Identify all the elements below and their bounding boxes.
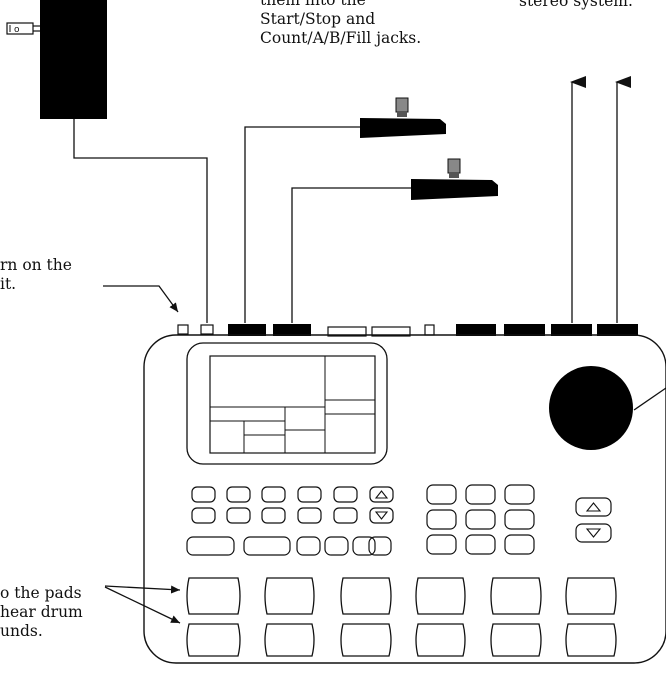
drum-pad bbox=[490, 623, 542, 657]
drum-pad bbox=[565, 577, 617, 615]
instruction-line: Start/Stop and bbox=[260, 10, 376, 28]
panel-button bbox=[426, 509, 457, 530]
panel-button bbox=[465, 484, 496, 505]
output-jack bbox=[504, 324, 545, 336]
panel-button bbox=[333, 507, 358, 524]
panel-button bbox=[426, 534, 457, 555]
drum-pad bbox=[490, 577, 542, 615]
panel-button bbox=[191, 486, 216, 503]
instruction-text-power: rn on the it. bbox=[0, 256, 72, 294]
panel-button bbox=[296, 536, 321, 556]
panel-button bbox=[504, 509, 535, 530]
output-jack bbox=[597, 324, 638, 336]
output-jack bbox=[551, 324, 592, 336]
instruction-line: rn on the bbox=[0, 256, 72, 274]
panel-button bbox=[504, 484, 535, 505]
pads-callout-arrow bbox=[104, 586, 181, 624]
drum-machine-body bbox=[143, 334, 666, 664]
triangle-up-icon bbox=[374, 490, 389, 499]
instruction-line: it. bbox=[0, 275, 17, 293]
panel-button bbox=[191, 507, 216, 524]
button-group-right bbox=[426, 484, 535, 555]
instruction-line: unds. bbox=[0, 622, 43, 640]
svg-text:o: o bbox=[14, 25, 20, 35]
instruction-line: o the pads bbox=[0, 584, 82, 602]
instruction-line: them into the bbox=[260, 0, 366, 9]
output-jack bbox=[456, 324, 496, 336]
drum-pad bbox=[340, 623, 392, 657]
drum-pad bbox=[186, 577, 241, 615]
triangle-down-icon bbox=[585, 528, 602, 538]
drum-pads bbox=[186, 577, 617, 657]
instruction-line: Count/A/B/Fill jacks. bbox=[260, 29, 422, 47]
panel-button bbox=[465, 509, 496, 530]
panel-button bbox=[226, 507, 251, 524]
data-dial bbox=[549, 366, 633, 450]
drum-pad bbox=[415, 577, 466, 615]
drum-pad bbox=[264, 623, 315, 657]
triangle-up-icon bbox=[585, 502, 602, 512]
midi-port bbox=[371, 326, 411, 337]
triangle-down-icon bbox=[374, 511, 389, 520]
pads-callout-arrow bbox=[104, 585, 181, 594]
button-group-left bbox=[186, 486, 394, 556]
panel-button bbox=[297, 507, 322, 524]
start-stop-jack bbox=[228, 324, 266, 336]
adapter-cable bbox=[73, 119, 208, 323]
drum-pad bbox=[186, 623, 241, 657]
adapter-body bbox=[40, 0, 107, 119]
cursor-down-button bbox=[575, 523, 612, 543]
panel-button bbox=[333, 486, 358, 503]
adapter-plug bbox=[6, 22, 34, 35]
power-adapter: o bbox=[6, 0, 208, 323]
panel-button bbox=[261, 486, 286, 503]
drum-pad bbox=[565, 623, 617, 657]
panel-button bbox=[426, 484, 457, 505]
dial-callout-line bbox=[633, 387, 666, 411]
instruction-line: stereo system. bbox=[519, 0, 633, 10]
footswitch-cable bbox=[291, 187, 411, 323]
panel-button bbox=[504, 534, 535, 555]
footswitch-cable bbox=[244, 126, 360, 323]
drum-pad bbox=[340, 577, 392, 615]
panel-button bbox=[368, 536, 392, 556]
cursor-buttons bbox=[575, 497, 612, 543]
panel-button-wide bbox=[243, 536, 291, 556]
panel-button bbox=[226, 486, 251, 503]
drum-pad bbox=[415, 623, 466, 657]
panel-button bbox=[352, 536, 376, 556]
midi-port bbox=[327, 326, 367, 337]
instruction-text-stereo: stereo system. bbox=[519, 0, 633, 11]
power-callout-arrow bbox=[103, 285, 179, 313]
instruction-text-jacks: them into the Start/Stop and Count/A/B/F… bbox=[260, 0, 421, 48]
panel-button bbox=[465, 534, 496, 555]
power-jack bbox=[200, 324, 214, 335]
drum-pad bbox=[264, 577, 315, 615]
panel-button bbox=[261, 507, 286, 524]
panel-button-up bbox=[369, 486, 394, 503]
cursor-up-button bbox=[575, 497, 612, 517]
panel-button bbox=[297, 486, 322, 503]
panel-button-wide bbox=[186, 536, 235, 556]
instruction-line: hear drum bbox=[0, 603, 83, 621]
count-fill-jack bbox=[273, 324, 311, 336]
output-cables bbox=[570, 76, 631, 323]
rear-jacks bbox=[177, 324, 638, 337]
panel-button bbox=[324, 536, 349, 556]
small-jack bbox=[424, 324, 435, 336]
lcd-display bbox=[186, 342, 388, 465]
instruction-text-pads: o the pads hear drum unds. bbox=[0, 584, 83, 641]
footswitch-start-stop bbox=[244, 97, 446, 323]
power-switch bbox=[177, 324, 189, 335]
panel-button-down bbox=[369, 507, 394, 524]
footswitch-count-fill bbox=[291, 158, 498, 323]
